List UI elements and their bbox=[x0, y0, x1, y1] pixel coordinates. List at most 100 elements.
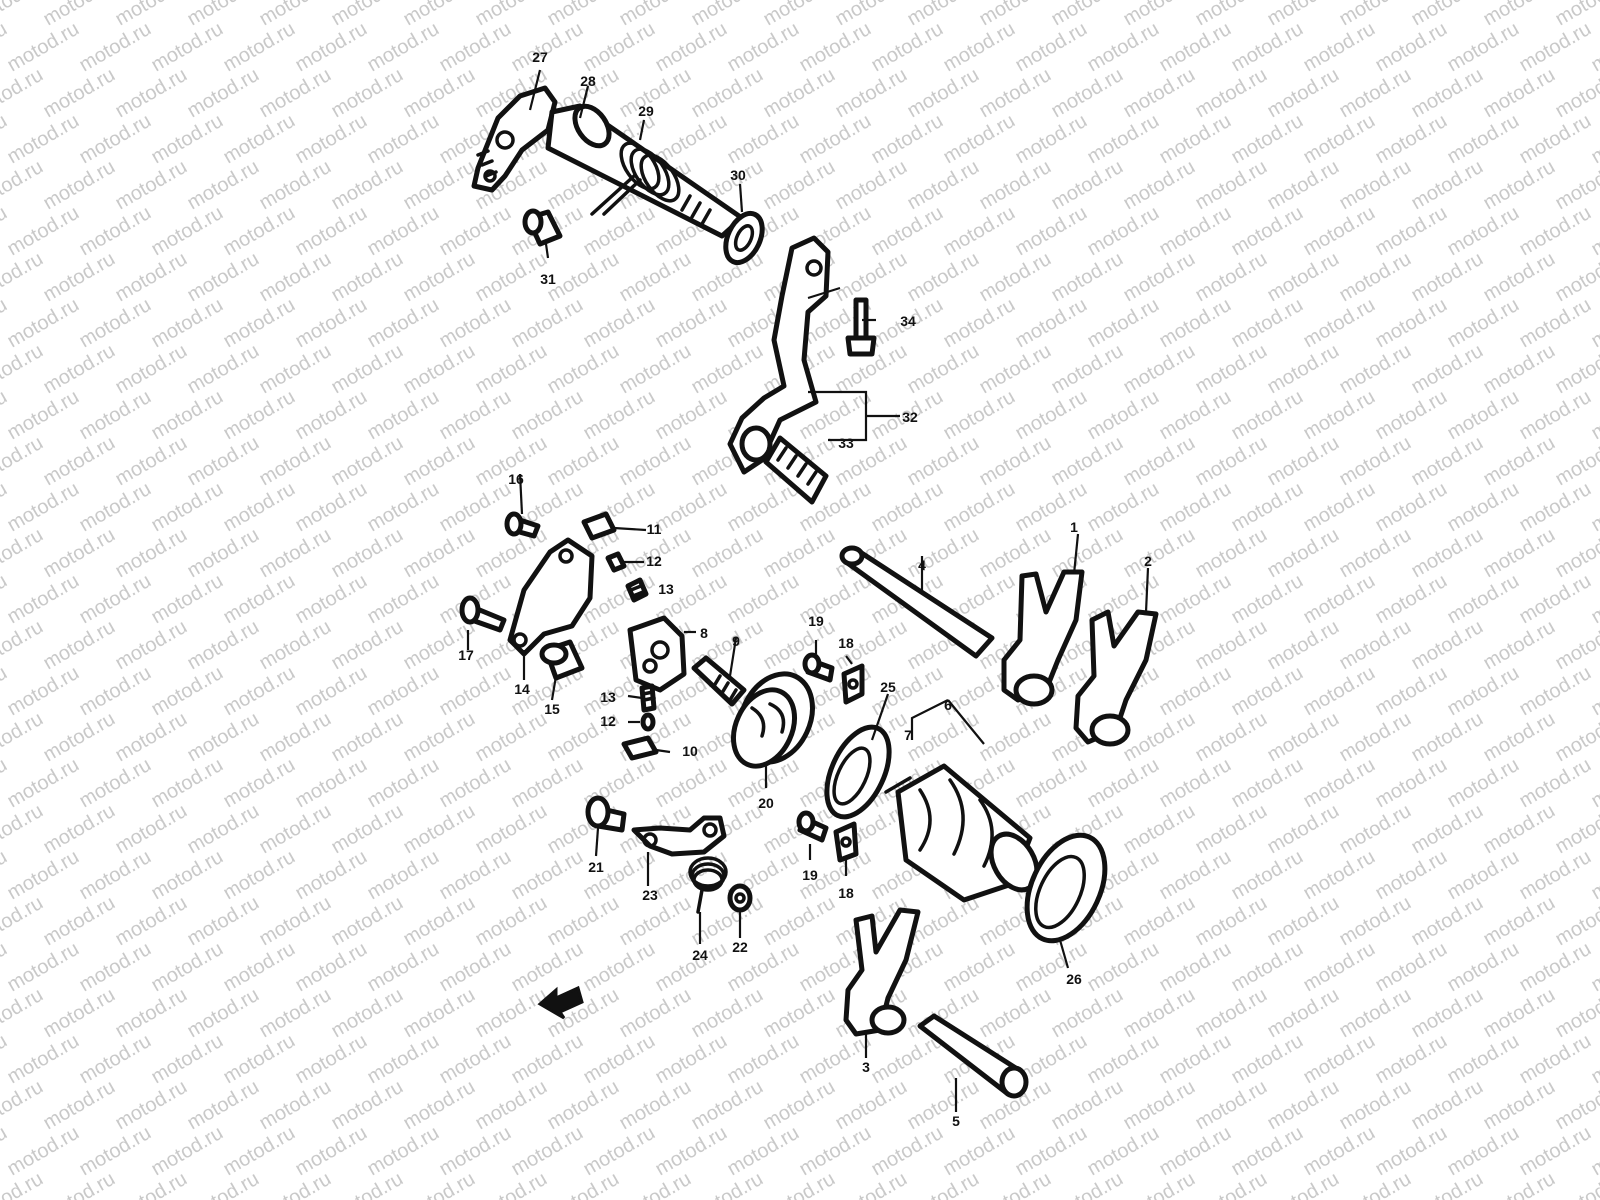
watermark-text: motod.ru bbox=[112, 1076, 191, 1135]
watermark-text: motod.ru bbox=[1480, 984, 1559, 1043]
watermark-text: motod.ru bbox=[1084, 478, 1163, 537]
watermark-text: motod.ru bbox=[184, 64, 263, 123]
stopper-plate-part-14 bbox=[507, 537, 595, 657]
watermark-text: motod.ru bbox=[1444, 1030, 1523, 1089]
watermark-text: motod.ru bbox=[1408, 800, 1487, 859]
watermark-text: motod.ru bbox=[1264, 616, 1343, 675]
watermark-text: motod.ru bbox=[1192, 0, 1271, 30]
gear-shift-fork-part-2 bbox=[1073, 609, 1159, 747]
retainer-part-18b bbox=[833, 821, 859, 863]
watermark-text: motod.ru bbox=[1084, 294, 1163, 353]
watermark-text: motod.ru bbox=[76, 294, 155, 353]
watermark-text: motod.ru bbox=[724, 570, 803, 629]
watermark-text: motod.ru bbox=[1192, 1168, 1271, 1200]
watermark-text: motod.ru bbox=[40, 800, 119, 859]
watermark-text: motod.ru bbox=[832, 156, 911, 215]
watermark-text: motod.ru bbox=[1516, 846, 1595, 905]
watermark-text: motod.ru bbox=[184, 248, 263, 307]
watermark-text: motod.ru bbox=[1516, 18, 1595, 77]
watermark-text: motod.ru bbox=[148, 294, 227, 353]
watermark-text: motod.ru bbox=[112, 0, 191, 30]
leader-lines bbox=[466, 69, 1150, 1112]
watermark-text: motod.ru bbox=[652, 938, 731, 997]
watermark-text: motod.ru bbox=[652, 386, 731, 445]
watermark-text: motod.ru bbox=[292, 570, 371, 629]
pin-part-12a bbox=[605, 551, 627, 573]
watermark-text: motod.ru bbox=[76, 662, 155, 721]
watermark-text: motod.ru bbox=[1084, 18, 1163, 77]
watermark-text: motod.ru bbox=[364, 1122, 443, 1181]
return-spring-part-29 bbox=[590, 141, 681, 216]
watermark-text: motod.ru bbox=[148, 202, 227, 261]
watermark-text: motod.ru bbox=[1588, 570, 1600, 629]
watermark-text: motod.ru bbox=[760, 0, 839, 30]
watermark-text: motod.ru bbox=[616, 1076, 695, 1135]
watermark-text: motod.ru bbox=[328, 892, 407, 951]
watermark-text: motod.ru bbox=[580, 1122, 659, 1181]
washer-part-22 bbox=[727, 883, 753, 913]
watermark-text: motod.ru bbox=[1012, 478, 1091, 537]
callout-7: 7 bbox=[904, 727, 912, 743]
watermark-text: motod.ru bbox=[1084, 938, 1163, 997]
watermark-text: motod.ru bbox=[256, 64, 335, 123]
watermark-text: motod.ru bbox=[292, 386, 371, 445]
watermark-text: motod.ru bbox=[868, 110, 947, 169]
watermark-text: motod.ru bbox=[1372, 294, 1451, 353]
watermark-text: motod.ru bbox=[1156, 386, 1235, 445]
watermark-text: motod.ru bbox=[400, 708, 479, 767]
watermark-text: motod.ru bbox=[1444, 662, 1523, 721]
watermark-text: motod.ru bbox=[1300, 1122, 1379, 1181]
watermark-text: motod.ru bbox=[256, 524, 335, 583]
watermark-text: motod.ru bbox=[184, 432, 263, 491]
watermark-text: motod.ru bbox=[1408, 248, 1487, 307]
watermark-text: motod.ru bbox=[292, 18, 371, 77]
watermark-text: motod.ru bbox=[1228, 846, 1307, 905]
fork-shaft-part-4 bbox=[839, 545, 995, 659]
watermark-text: motod.ru bbox=[4, 1122, 83, 1181]
watermark-text: motod.ru bbox=[0, 1076, 47, 1135]
watermark-text: motod.ru bbox=[1408, 1076, 1487, 1135]
watermark-text: motod.ru bbox=[832, 248, 911, 307]
watermark-text: motod.ru bbox=[112, 248, 191, 307]
watermark-text: motod.ru bbox=[1012, 110, 1091, 169]
watermark-text: motod.ru bbox=[256, 1168, 335, 1200]
watermark-text: motod.ru bbox=[0, 432, 47, 491]
watermark-text: motod.ru bbox=[1480, 0, 1559, 30]
spring-part-13b bbox=[639, 683, 657, 713]
watermark-text: motod.ru bbox=[544, 892, 623, 951]
watermark-text: motod.ru bbox=[148, 110, 227, 169]
watermark-text: motod.ru bbox=[688, 340, 767, 399]
callout-11: 11 bbox=[647, 521, 662, 537]
watermark-text: motod.ru bbox=[1120, 340, 1199, 399]
watermark-text: motod.ru bbox=[1336, 984, 1415, 1043]
watermark-text: motod.ru bbox=[472, 340, 551, 399]
watermark-text: motod.ru bbox=[868, 478, 947, 537]
fork-shaft-part-5 bbox=[917, 1013, 1029, 1099]
watermark-text: motod.ru bbox=[0, 156, 47, 215]
watermark-text: motod.ru bbox=[76, 570, 155, 629]
watermark-text: motod.ru bbox=[796, 1122, 875, 1181]
watermark-text: motod.ru bbox=[1156, 1030, 1235, 1089]
watermark-text: motod.ru bbox=[832, 1168, 911, 1200]
callout-23: 23 bbox=[642, 887, 658, 903]
watermark-text: motod.ru bbox=[220, 18, 299, 77]
watermark-text: motod.ru bbox=[1372, 938, 1451, 997]
watermark-text: motod.ru bbox=[4, 1030, 83, 1089]
watermark-text: motod.ru bbox=[1264, 432, 1343, 491]
watermark-text: motod.ru bbox=[940, 478, 1019, 537]
callout-33: 33 bbox=[838, 435, 854, 451]
watermark-text: motod.ru bbox=[472, 984, 551, 1043]
callout-19a: 19 bbox=[808, 613, 824, 629]
watermark-text: motod.ru bbox=[364, 18, 443, 77]
callout-9: 9 bbox=[732, 633, 740, 649]
watermark-text: motod.ru bbox=[40, 984, 119, 1043]
watermark-text: motod.ru bbox=[724, 18, 803, 77]
watermark-text: motod.ru bbox=[400, 340, 479, 399]
watermark-text: motod.ru bbox=[1120, 156, 1199, 215]
watermark-text: motod.ru bbox=[0, 708, 47, 767]
watermark-text: motod.ru bbox=[364, 1030, 443, 1089]
callout-32: 32 bbox=[902, 409, 918, 425]
watermark-text: motod.ru bbox=[1012, 1122, 1091, 1181]
sleeve-part-15 bbox=[539, 639, 585, 681]
watermark-text: motod.ru bbox=[328, 1076, 407, 1135]
